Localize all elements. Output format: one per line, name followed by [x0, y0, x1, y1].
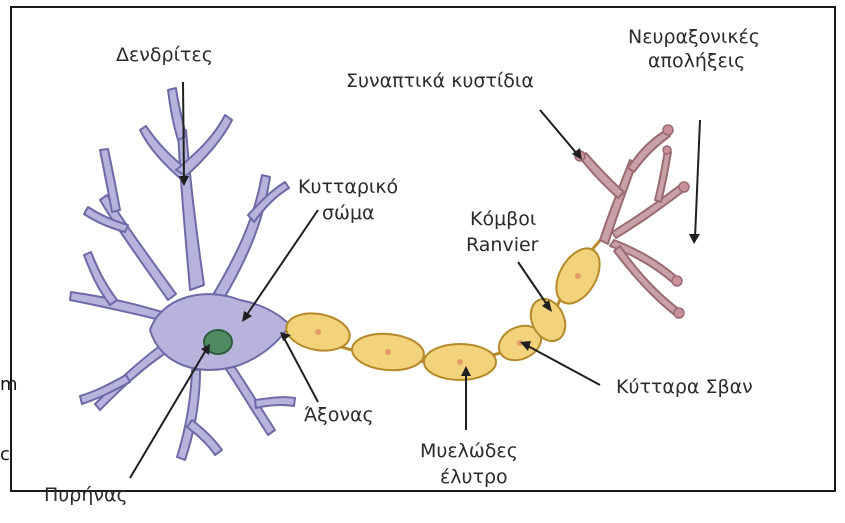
label-axon-terminals-line2: απολήξεις: [648, 50, 745, 73]
label-ranvier-line1: Κόμβοι: [470, 208, 536, 231]
label-axon: Άξονας: [304, 404, 374, 427]
label-ranvier-line2: Ranvier: [466, 234, 539, 257]
edge-text-fragment-1: m: [0, 374, 18, 395]
edge-text-fragment-2: c: [0, 444, 10, 465]
label-myelin-line2: έλυτρο: [440, 466, 508, 489]
label-dendrites: Δενδρίτες: [116, 44, 213, 67]
label-schwann-cells: Κύτταρα Σβαν: [616, 376, 753, 399]
label-nucleus: Πυρήνας: [44, 484, 128, 507]
label-axon-terminals-line1: Νευραξονικές: [628, 26, 760, 49]
label-myelin-line1: Μυελώδες: [420, 440, 518, 463]
label-cell-body-line1: Κυτταρικό: [298, 176, 398, 199]
dendrites-shape: [70, 88, 295, 460]
label-cell-body-line2: σώμα: [322, 202, 375, 225]
label-synaptic-vesicles: Συναπτικά κυστίδια: [346, 70, 534, 93]
axon-terminals-shape: [580, 130, 684, 316]
myelin-sheath: [283, 241, 608, 380]
